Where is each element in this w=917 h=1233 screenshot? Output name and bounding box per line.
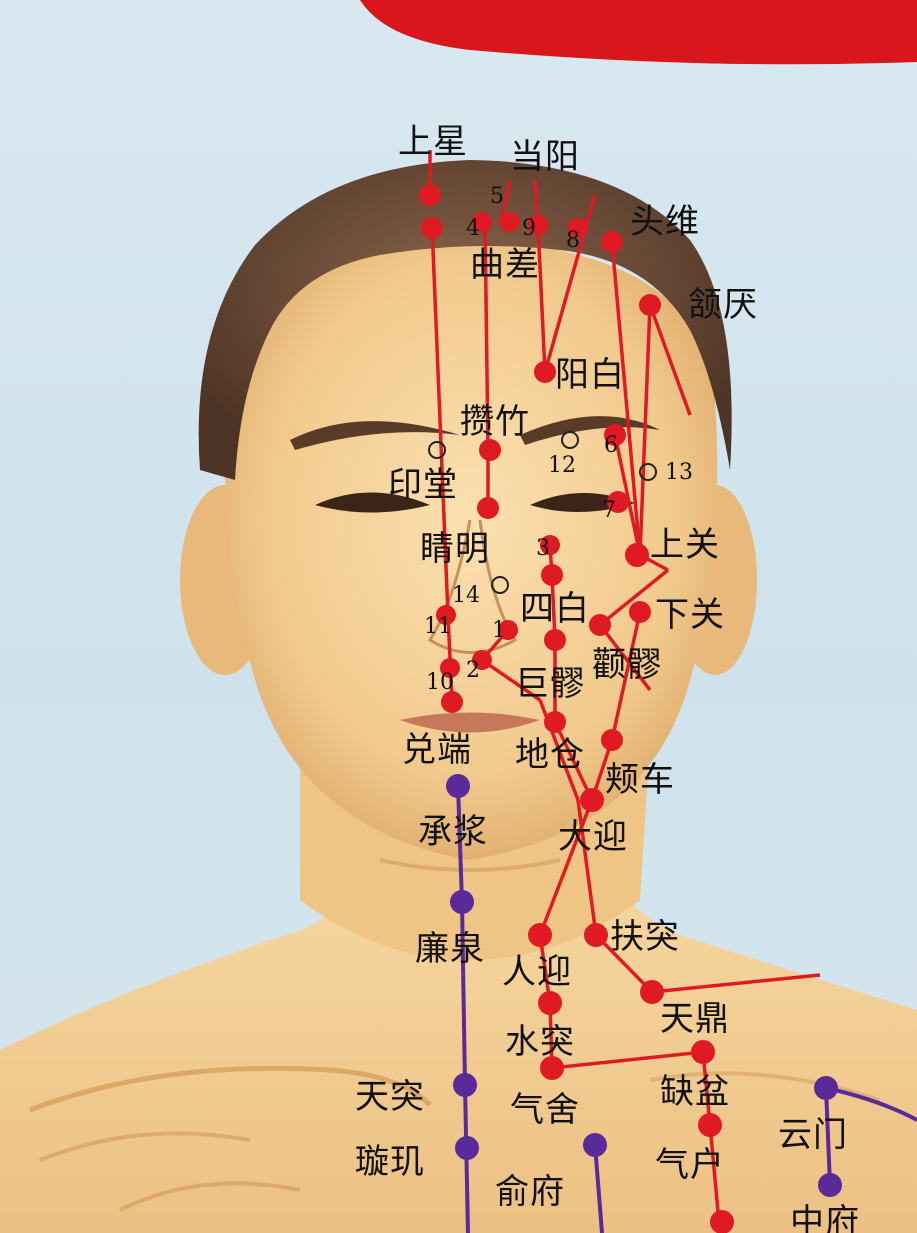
label-dicang: 地仓 — [515, 738, 585, 772]
top-banner — [360, 0, 917, 64]
number-2: 2 — [466, 660, 480, 682]
label-renying: 人迎 — [502, 955, 572, 989]
label-qihu: 气户 — [655, 1148, 725, 1182]
number-3: 3 — [536, 538, 550, 560]
label-shuitu: 水突 — [505, 1025, 575, 1059]
label-tiantu: 天突 — [355, 1080, 425, 1114]
label-juliao: 巨髎 — [515, 667, 585, 701]
number-4: 4 — [466, 218, 480, 240]
label-xuanji: 璇玑 — [355, 1145, 425, 1179]
label-yangbai: 阳白 — [555, 358, 625, 392]
label-shufu: 俞府 — [495, 1175, 565, 1209]
number-12: 12 — [548, 455, 576, 477]
number-1: 1 — [492, 620, 506, 642]
label-jingming: 睛明 — [420, 532, 490, 566]
label-shangguan: 上关 — [650, 528, 720, 562]
label-quepen: 缺盆 — [660, 1075, 730, 1109]
label-cuanzhu: 攒竹 — [460, 405, 530, 439]
number-6: 6 — [604, 435, 618, 457]
number-14: 14 — [452, 585, 480, 607]
label-tianding: 天鼎 — [660, 1002, 730, 1036]
number-11: 11 — [424, 616, 452, 638]
label-quanliao: 颧髎 — [592, 648, 662, 682]
label-futu: 扶突 — [610, 920, 680, 954]
label-touwei: 头维 — [630, 205, 700, 239]
label-qucha: 曲差 — [470, 248, 540, 282]
label-duiduan: 兑端 — [402, 733, 472, 767]
label-daying: 大迎 — [558, 820, 628, 854]
label-jiache: 颊车 — [605, 763, 675, 797]
label-xiaguan: 下关 — [655, 598, 725, 632]
label-shangxing: 上星 — [398, 125, 468, 159]
label-yintang: 印堂 — [388, 468, 458, 502]
label-dangyang: 当阳 — [510, 140, 580, 174]
number-7: 7 — [602, 500, 616, 522]
label-qishe: 气舍 — [510, 1093, 580, 1127]
number-5: 5 — [490, 186, 504, 208]
label-yunmen: 云门 — [778, 1118, 848, 1152]
number-10: 10 — [426, 672, 454, 694]
label-zhongfu: 中府 — [790, 1205, 860, 1233]
number-13: 13 — [665, 462, 693, 484]
label-chengjiang: 承浆 — [418, 815, 488, 849]
number-9: 9 — [522, 218, 536, 240]
label-hanyan: 颔厌 — [688, 288, 758, 322]
number-8: 8 — [566, 230, 580, 252]
label-sibai: 四白 — [520, 592, 590, 626]
label-lianquan: 廉泉 — [415, 932, 485, 966]
